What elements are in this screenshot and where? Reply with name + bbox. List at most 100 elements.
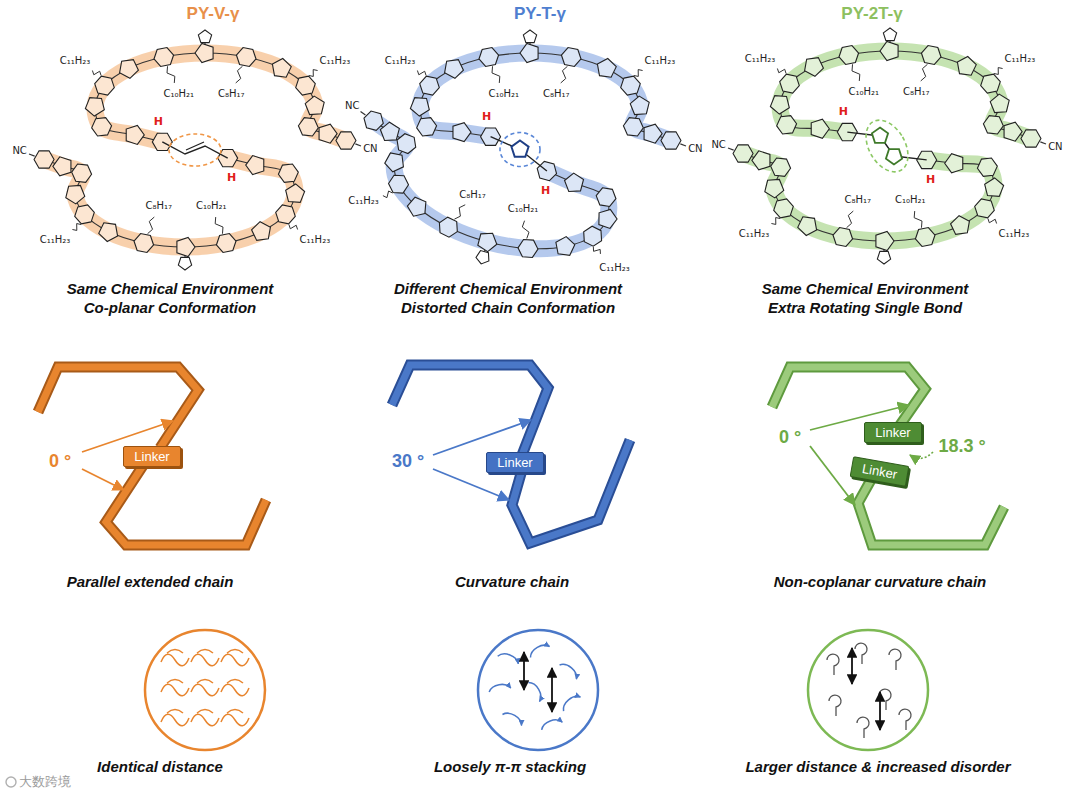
chain-motif (191, 650, 219, 666)
angle-leader (810, 446, 855, 505)
molecule-structure (29, 30, 361, 270)
aromatic-ring (981, 74, 1001, 93)
side-chain (994, 68, 1003, 75)
aromatic-ring (561, 48, 581, 67)
side-chain (852, 64, 860, 81)
aromatic-ring (417, 118, 437, 136)
side-chain (92, 71, 101, 76)
atom-label: C₈H₁₇ (459, 189, 486, 201)
side-chain (847, 211, 854, 228)
stacking-distance-arrow (551, 668, 553, 712)
packing-circle (478, 630, 598, 750)
chain-motif (221, 680, 249, 696)
aromatic-ring (621, 76, 641, 95)
linker-label: Linker (875, 425, 910, 440)
atom-label: NC (12, 145, 26, 157)
chain-motif (528, 642, 550, 658)
caption: Non-coplanar curvature chain (774, 573, 987, 590)
aromatic-ring (276, 205, 296, 224)
hydrogen-label: H (541, 185, 550, 198)
aromatic-ring (518, 240, 538, 258)
aromatic-ring (296, 76, 316, 95)
atom-label: CN (688, 144, 702, 156)
aromatic-ring (410, 98, 429, 116)
conjugation-band (743, 154, 994, 241)
aromatic-ring (883, 28, 896, 41)
atom-label: C₁₁H₂₃ (1005, 53, 1036, 65)
atom-label: C₁₁H₂₃ (348, 195, 379, 207)
chain-motif (161, 680, 189, 696)
aromatic-ring (385, 153, 404, 172)
aromatic-ring (272, 59, 291, 78)
chain-motif (529, 680, 545, 702)
linker-box: Linker (123, 446, 180, 467)
backbone-bond (780, 51, 1031, 138)
cyano-bond (728, 148, 734, 150)
atom-label: CN (363, 144, 377, 156)
angle-leader (910, 452, 933, 458)
caption: Curvature chain (455, 573, 569, 590)
angle-label: 30 ° (392, 451, 424, 472)
aromatic-ring (523, 30, 536, 43)
side-chain (634, 70, 643, 77)
molecule-title: PY-V-γ (187, 4, 240, 24)
side-chain (777, 69, 786, 74)
aromatic-ring (780, 74, 800, 93)
aromatic-ring (765, 179, 784, 197)
aromatic-ring (298, 118, 318, 136)
chain-motif (560, 693, 580, 711)
aromatic-ring (99, 223, 118, 242)
caption: Parallel extended chain (67, 573, 234, 590)
angle-label: 0 ° (49, 451, 71, 472)
atom-label: C₁₁H₂₃ (599, 262, 630, 274)
side-chain (921, 64, 928, 81)
aromatic-ring (983, 116, 1003, 134)
chain-outline (858, 478, 1004, 545)
aromatic-ring (453, 123, 471, 142)
hydrogen-label: H (839, 106, 848, 119)
aromatic-ring (777, 116, 797, 134)
chain-segment (392, 365, 548, 455)
side-chain (522, 221, 529, 239)
atom-label: C₁₀H₂₁ (163, 88, 194, 100)
packing-circle (808, 630, 928, 750)
chain-motif (502, 710, 524, 726)
angle-leader (82, 469, 124, 490)
chain-motif (889, 649, 901, 670)
aromatic-ring (597, 59, 616, 78)
aromatic-ring (945, 154, 963, 173)
packing-circle (145, 630, 265, 750)
aromatic-ring (837, 123, 857, 140)
aromatic-ring (520, 43, 538, 62)
aromatic-ring (420, 76, 440, 95)
chain-segment (772, 367, 925, 428)
aromatic-ring (319, 124, 337, 143)
hydrogen-label: H (154, 116, 163, 129)
aromatic-ring (407, 197, 426, 216)
aromatic-ring (198, 30, 211, 43)
chain-motif (161, 650, 189, 666)
linker-box: Linker (864, 422, 921, 443)
caption: Larger distance & increased disorder (745, 758, 1010, 775)
atom-label: CN (1048, 142, 1062, 154)
backbone-bond (743, 154, 994, 241)
aromatic-ring (876, 231, 894, 250)
aromatic-ring (915, 228, 935, 247)
aromatic-ring (630, 96, 649, 114)
cyano-bond (361, 112, 366, 115)
aromatic-ring (152, 133, 172, 150)
aromatic-ring (798, 217, 817, 236)
aromatic-ring (921, 46, 941, 65)
angle-leader (433, 469, 509, 500)
chain-motif (161, 710, 189, 726)
aromatic-ring (476, 251, 489, 264)
aromatic-ring (877, 251, 890, 264)
molecule-structure (361, 30, 686, 264)
atom-label: C₁₀H₂₁ (488, 88, 519, 100)
linker-box: Linker (850, 456, 910, 487)
aromatic-ring (839, 46, 859, 65)
stacking-distance-arrow (879, 692, 881, 730)
hydrogen-label: H (227, 172, 236, 185)
aromatic-ring (53, 157, 71, 176)
chain-outline (772, 367, 925, 428)
